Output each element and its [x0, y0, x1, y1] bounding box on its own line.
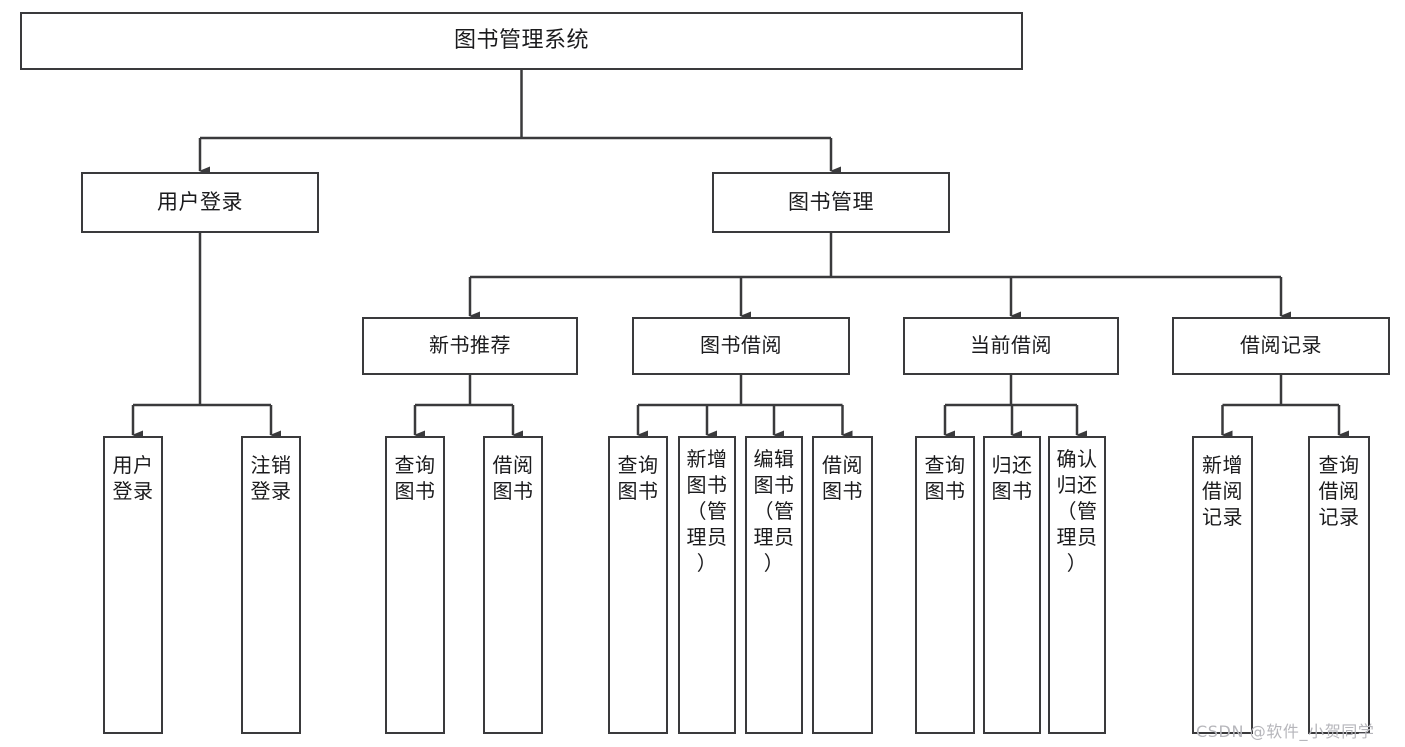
node-leaf-nb-borrow[interactable]: 借阅 图书 — [483, 436, 543, 734]
node-book-manage[interactable]: 图书管理 — [712, 172, 950, 233]
node-leaf-user-login[interactable]: 用户 登录 — [103, 436, 163, 734]
node-label-root: 图书管理系统 — [453, 28, 589, 54]
node-leaf-bb-query[interactable]: 查询 图书 — [608, 436, 668, 734]
node-leaf-cb-confirm[interactable]: 确认 归还 （管 理员 ） — [1048, 436, 1106, 734]
node-book-borrow[interactable]: 图书借阅 — [632, 317, 850, 375]
node-user-login[interactable]: 用户登录 — [81, 172, 319, 233]
node-label-leaf-bb-query: 查询 图书 — [617, 453, 659, 503]
node-leaf-cb-return[interactable]: 归还 图书 — [983, 436, 1041, 734]
node-label-leaf-bb-add: 新增 图书 （管 理员 ） — [686, 447, 728, 575]
node-leaf-user-logout[interactable]: 注销 登录 — [241, 436, 301, 734]
node-leaf-nb-query[interactable]: 查询 图书 — [385, 436, 445, 734]
node-label-leaf-cb-return: 归还 图书 — [991, 453, 1033, 503]
node-label-leaf-nb-query: 查询 图书 — [394, 453, 436, 503]
node-leaf-bb-add[interactable]: 新增 图书 （管 理员 ） — [678, 436, 736, 734]
node-label-leaf-user-login: 用户 登录 — [112, 453, 154, 503]
node-current-borrow[interactable]: 当前借阅 — [903, 317, 1119, 375]
node-label-leaf-cb-query: 查询 图书 — [924, 453, 966, 503]
node-new-book-rec[interactable]: 新书推荐 — [362, 317, 578, 375]
node-borrow-record[interactable]: 借阅记录 — [1172, 317, 1390, 375]
node-leaf-bb-edit[interactable]: 编辑 图书 （管 理员 ） — [745, 436, 803, 734]
node-label-user-login: 用户登录 — [157, 190, 243, 215]
node-label-leaf-nb-borrow: 借阅 图书 — [492, 453, 534, 503]
node-label-leaf-br-query: 查询 借阅 记录 — [1318, 453, 1360, 529]
node-label-current-borrow: 当前借阅 — [970, 333, 1052, 358]
node-label-leaf-bb-borrow: 借阅 图书 — [822, 453, 863, 503]
node-label-leaf-cb-confirm: 确认 归还 （管 理员 ） — [1056, 447, 1098, 575]
node-root[interactable]: 图书管理系统 — [20, 12, 1023, 70]
node-label-new-book-rec: 新书推荐 — [429, 333, 511, 358]
node-label-book-borrow: 图书借阅 — [700, 333, 782, 358]
tree-connectors — [131, 70, 1349, 440]
node-label-leaf-br-add: 新增 借阅 记录 — [1202, 453, 1243, 529]
node-leaf-br-query[interactable]: 查询 借阅 记录 — [1308, 436, 1370, 734]
node-leaf-br-add[interactable]: 新增 借阅 记录 — [1192, 436, 1253, 734]
node-label-book-manage: 图书管理 — [788, 190, 874, 215]
node-leaf-bb-borrow[interactable]: 借阅 图书 — [812, 436, 873, 734]
node-leaf-cb-query[interactable]: 查询 图书 — [915, 436, 975, 734]
node-label-leaf-user-logout: 注销 登录 — [250, 453, 292, 503]
node-label-leaf-bb-edit: 编辑 图书 （管 理员 ） — [753, 447, 795, 575]
node-label-borrow-record: 借阅记录 — [1240, 333, 1322, 358]
